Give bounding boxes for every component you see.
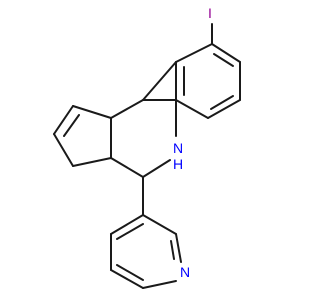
- bond-c1-c2: [53, 105, 74, 135]
- bond-c2-c3: [53, 133, 74, 167]
- bond-c9a-c9b: [110, 99, 144, 119]
- bond-c9a-c1: [72, 105, 112, 119]
- molecule-drawing: [53, 23, 241, 289]
- bond-c8-c7: [211, 43, 241, 63]
- bond-c8-c7-inner: [213, 53, 234, 67]
- amine-n-label: N: [173, 140, 184, 156]
- bond-c3-c3a: [72, 157, 112, 167]
- bond-n-c4: [142, 159, 171, 178]
- bond-pyr-c7: [110, 214, 144, 235]
- bond-pyr-inner-1: [170, 240, 175, 260]
- bond-pyr-inner-3: [116, 223, 144, 240]
- amine-h-label: H: [173, 156, 184, 172]
- bond-pyr-c5: [110, 269, 144, 289]
- bond-c6-c5-inner: [210, 95, 234, 110]
- atom-label-pyridine-n: N: [179, 264, 192, 280]
- bond-pyr-c4: [142, 280, 177, 289]
- atom-label-iodine: I: [207, 5, 213, 21]
- bond-pyr-c3: [175, 233, 182, 263]
- bond-pyr-inner-2: [116, 264, 144, 281]
- bond-c1-c2-double: [63, 114, 80, 137]
- bond-c9b-c9: [175, 43, 213, 63]
- bond-c4-c3a: [110, 157, 144, 178]
- bond-pyr-c2: [142, 214, 177, 235]
- bond-c6-c5: [207, 99, 241, 119]
- bond-c5-c4a: [175, 99, 209, 119]
- bond-c9b-ring: [142, 61, 177, 101]
